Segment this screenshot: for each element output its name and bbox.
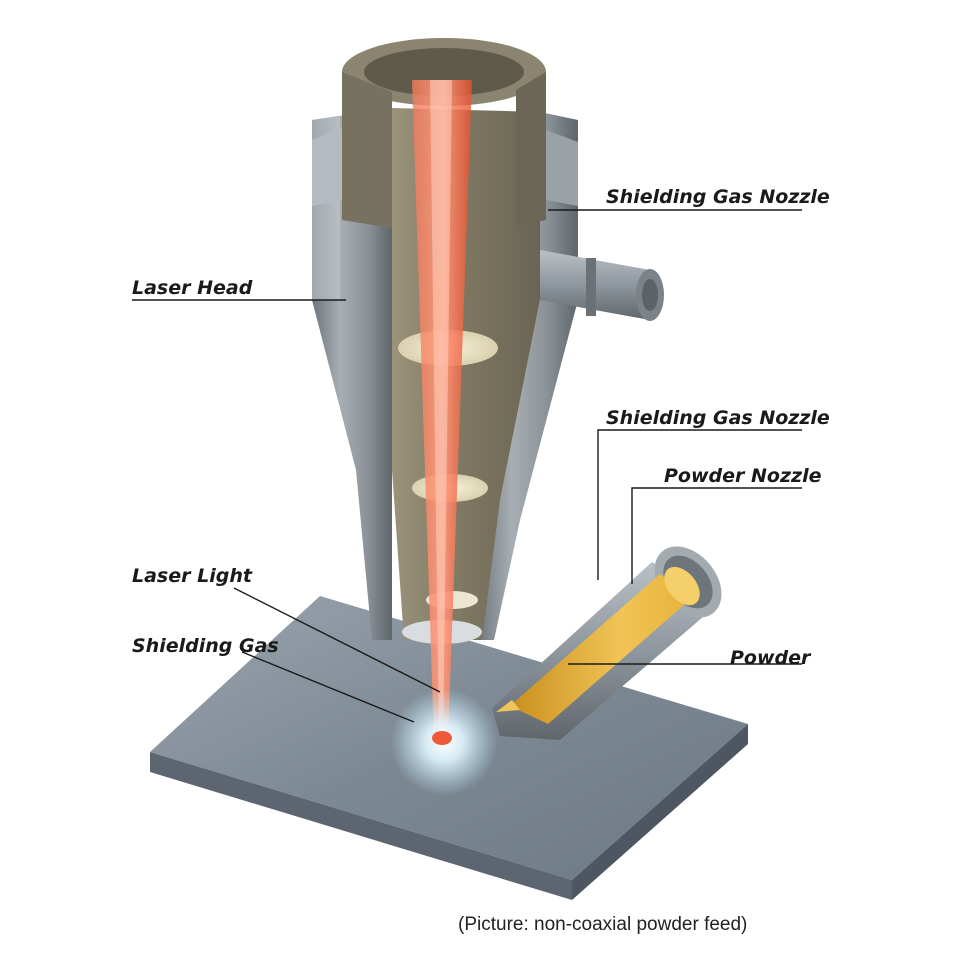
label-shielding-gas: Shielding Gas [132,635,279,657]
side-gas-pipe [540,250,664,321]
powder-nozzle-assembly [492,546,722,740]
leader-lines [132,209,802,723]
laser-beam [412,80,472,740]
beam-spot [432,731,452,745]
label-powder: Powder [730,647,812,669]
label-shielding-gas-nozzle-top: Shielding Gas Nozzle [606,186,830,208]
label-powder-nozzle: Powder Nozzle [664,465,822,487]
figure-caption: (Picture: non-coaxial powder feed) [458,914,747,935]
label-laser-light: Laser Light [132,565,253,587]
label-laser-head: Laser Head [132,277,253,299]
label-shielding-gas-nozzle-side: Shielding Gas Nozzle [606,407,830,429]
